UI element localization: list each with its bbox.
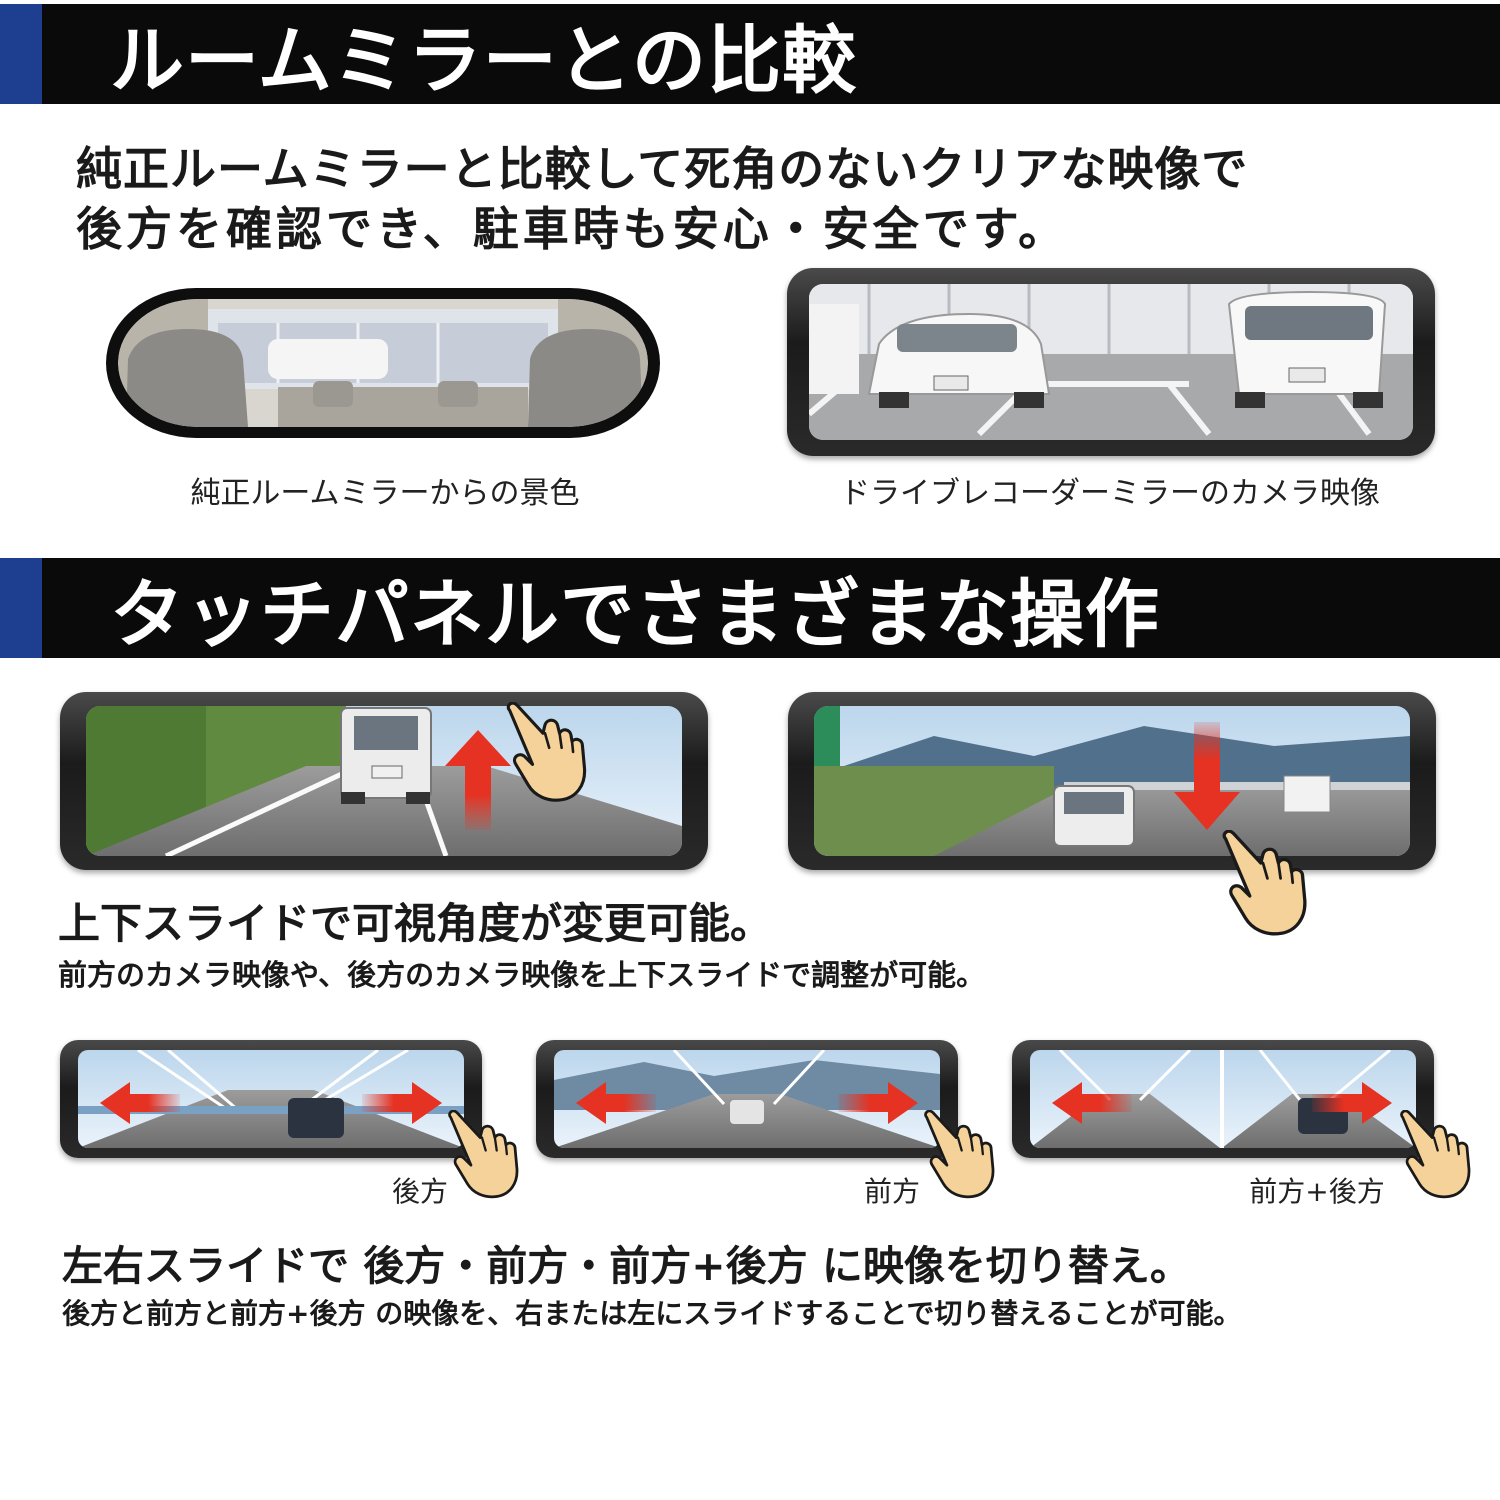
vertical-slide-heading: 上下スライドで可視角度が変更可能。 bbox=[58, 899, 773, 948]
section-title: タッチパネルでさまざまな操作 bbox=[110, 571, 1160, 658]
vertical-slide-subtext: 前方のカメラ映像や、後方のカメラ映像を上下スライドで調整が可能。 bbox=[58, 958, 986, 992]
hand-pointer-icon bbox=[1222, 830, 1307, 936]
header-accent bbox=[0, 558, 42, 658]
section-title: ルームミラーとの比較 bbox=[110, 17, 858, 104]
drive-recorder-mirror bbox=[787, 268, 1435, 456]
caption-camera-mirror: ドライブレコーダーミラーのカメラ映像 bbox=[840, 476, 1380, 511]
arrow-left-icon bbox=[100, 1082, 180, 1124]
description-line-2: 後方を確認でき、駐車時も安心・安全です。 bbox=[76, 202, 1069, 256]
description-line-1: 純正ルームミラーと比較して死角のないクリアな映像で bbox=[76, 142, 1249, 196]
arrow-left-icon bbox=[1052, 1082, 1132, 1124]
horizontal-slide-heading: 左右スライドで 後方・前方・前方+後方 に映像を切り替え。 bbox=[62, 1242, 1191, 1290]
header-accent bbox=[0, 4, 42, 104]
label-rear: 後方 bbox=[391, 1175, 448, 1208]
hand-pointer-icon bbox=[506, 702, 587, 802]
parking-lot-camera-image bbox=[809, 284, 1413, 440]
arrow-left-icon bbox=[576, 1082, 656, 1124]
rear-seat-view-image bbox=[118, 299, 648, 427]
arrow-right-icon bbox=[838, 1082, 918, 1124]
label-front-rear: 前方+後方 bbox=[1249, 1175, 1385, 1208]
section-header-touch-panel: タッチパネルでさまざまな操作 bbox=[0, 558, 1500, 658]
horizontal-slide-subtext: 後方と前方と前方+後方 の映像を、右または左にスライドすることで切り替えることが… bbox=[62, 1297, 1242, 1330]
section-header-room-mirror: ルームミラーとの比較 bbox=[0, 4, 1500, 104]
road-front-camera-image bbox=[814, 706, 1410, 856]
arrow-right-icon bbox=[362, 1082, 442, 1124]
caption-standard-mirror: 純正ルームミラーからの景色 bbox=[190, 476, 580, 511]
arrow-down-icon bbox=[1174, 722, 1240, 830]
label-front: 前方 bbox=[863, 1175, 920, 1208]
mirror-slide-up bbox=[60, 692, 708, 870]
standard-room-mirror bbox=[106, 288, 660, 438]
mirror-slide-down bbox=[788, 692, 1436, 870]
arrow-right-icon bbox=[1312, 1082, 1392, 1124]
arrow-up-icon bbox=[445, 730, 511, 830]
